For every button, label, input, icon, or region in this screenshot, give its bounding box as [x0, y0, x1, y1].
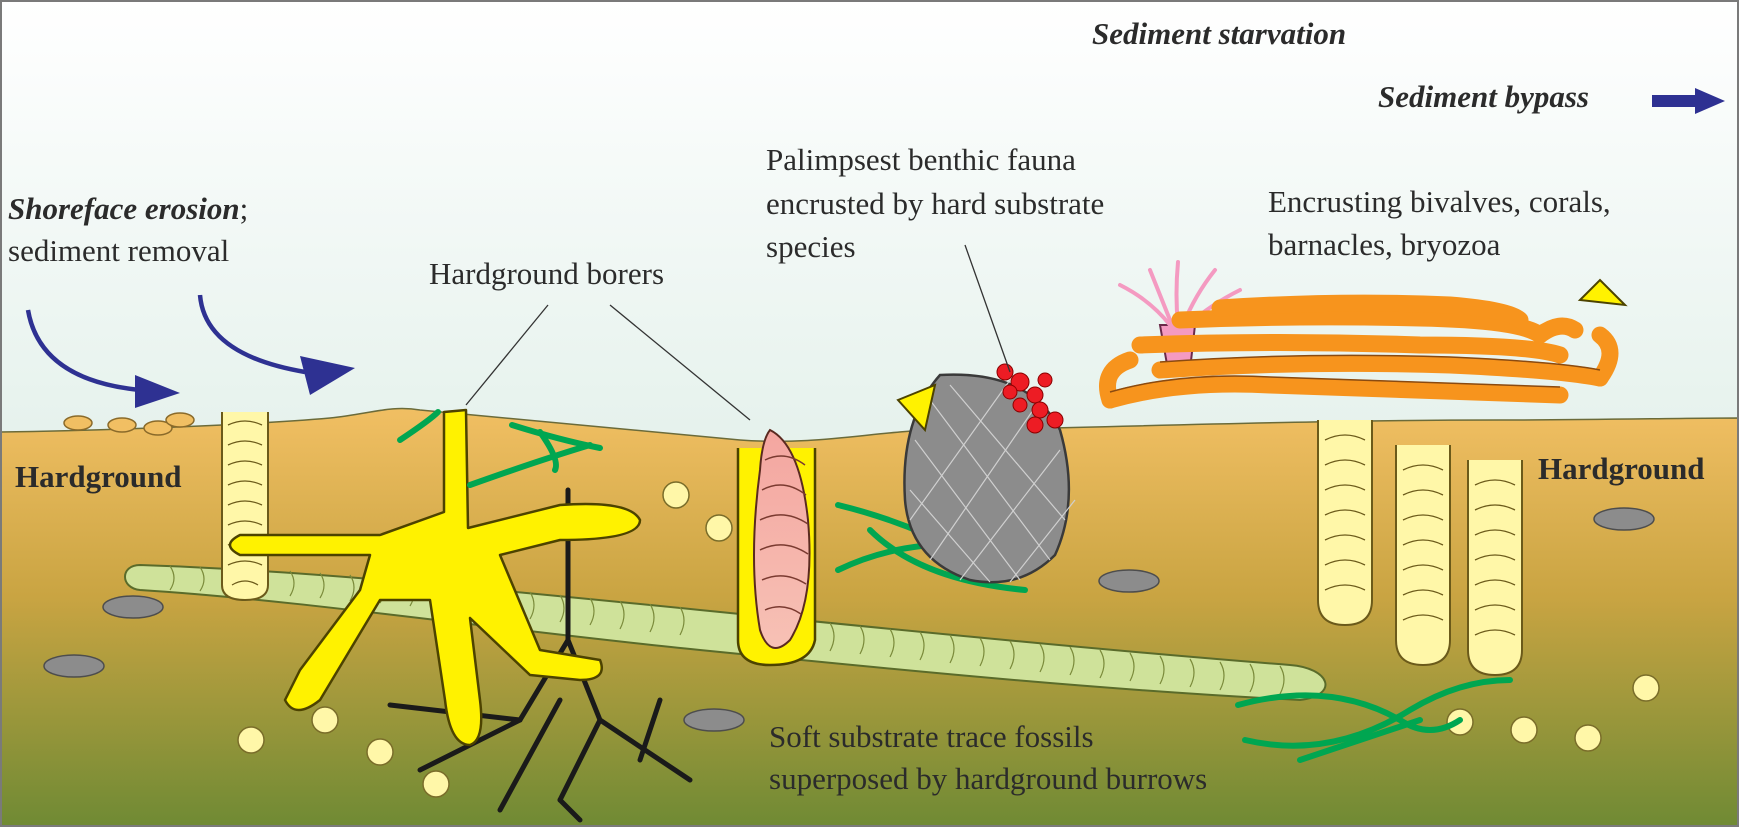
soft-substrate-label-line2: superposed by hardground burrows	[769, 761, 1208, 796]
palimpsest-shell	[896, 363, 1076, 584]
sediment-removal-label: sediment removal	[8, 233, 230, 268]
curved-arrow-icon	[25, 309, 180, 408]
yellow-branching-borer	[228, 408, 642, 747]
shoreface-erosion-label: Shoreface erosion;	[8, 190, 248, 227]
hardground-right-label: Hardground	[1538, 451, 1705, 486]
encrusting-label-line1: Encrusting bivalves, corals,	[1268, 184, 1611, 219]
leader-lines	[465, 244, 1011, 421]
encrusting-tube-outline	[1109, 354, 1601, 393]
sediment-bypass-label: Sediment bypass	[1378, 79, 1589, 114]
right-arrow-icon	[1652, 88, 1725, 114]
barnacle	[1577, 278, 1628, 307]
green-trace-right	[1235, 677, 1513, 763]
hardground-left-label: Hardground	[15, 459, 182, 494]
surface-pebbles	[63, 412, 195, 436]
palimpsest-label-line1: Palimpsest benthic fauna	[766, 142, 1076, 177]
shoreface-erosion-suffix: ;	[239, 191, 249, 226]
left-u-burrow	[221, 412, 269, 602]
palimpsest-label-line2: encrusted by hard substrate	[766, 186, 1105, 221]
sediment-layer	[0, 407, 1739, 827]
green-trace-left	[397, 409, 603, 488]
curved-arrow-icon	[197, 294, 355, 395]
soft-substrate-label-line1: Soft substrate trace fossils	[769, 719, 1094, 754]
sediment-starvation-label: Sediment starvation	[1092, 16, 1347, 51]
shoreface-erosion-text: Shoreface erosion	[8, 191, 240, 226]
right-u-burrows	[1317, 420, 1523, 677]
palimpsest-label-line3: species	[766, 229, 856, 264]
ooid-grains	[237, 481, 1660, 798]
encrusting-tubes	[1099, 294, 1619, 409]
encrusting-label-line2: barnacles, bryozoa	[1268, 227, 1501, 262]
hardground-borers-label: Hardground borers	[429, 256, 665, 291]
bored-bivalve	[736, 428, 817, 667]
